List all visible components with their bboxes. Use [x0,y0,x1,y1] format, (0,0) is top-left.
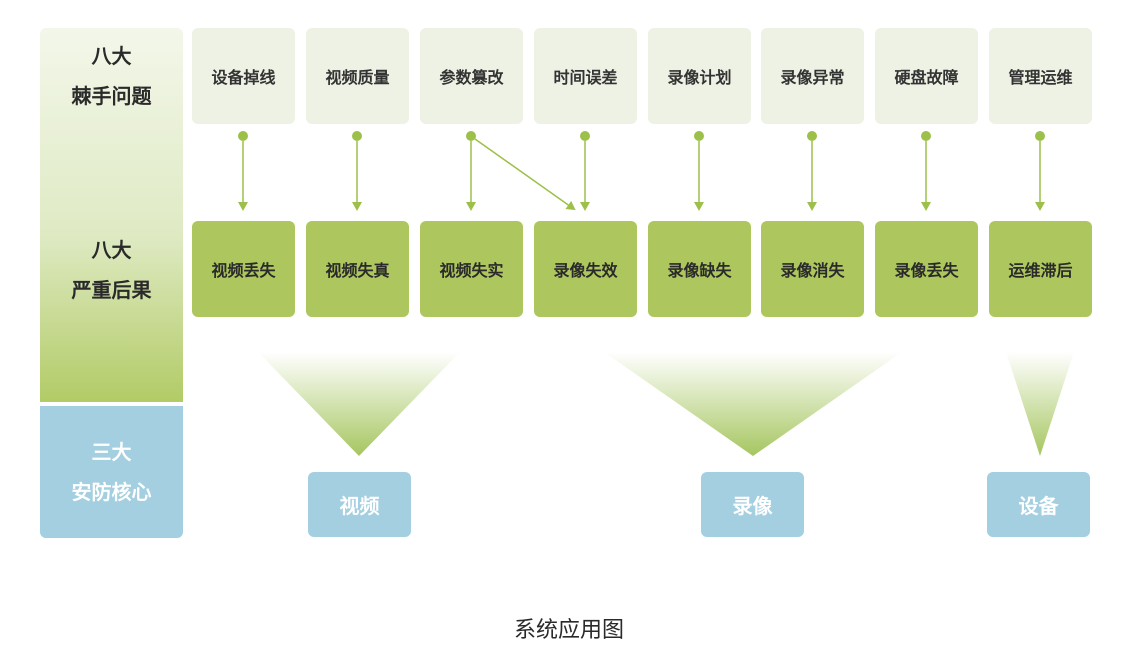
consequence-box: 视频失实 [420,221,523,317]
problem-box: 录像计划 [648,28,751,124]
problem-box: 参数篡改 [420,28,523,124]
problem-box: 录像异常 [761,28,864,124]
arrow-connector [466,131,576,211]
consequence-box: 视频丢失 [192,221,295,317]
problem-box: 硬盘故障 [875,28,978,124]
arrow-connector [238,131,248,211]
core-row-label-line1: 三大 [91,440,132,464]
funnels [258,352,1074,456]
funnel-video [258,352,460,456]
problem-box: 时间误差 [534,28,637,124]
problems-row-label: 八大 棘手问题 [40,36,183,116]
core-row-label-line2: 安防核心 [71,480,152,504]
consequence-box: 录像丢失 [875,221,978,317]
arrow-connector [921,131,931,211]
core-row-label: 三大 安防核心 [40,432,183,512]
arrow-connector [580,131,590,211]
consequence-box: 视频失真 [306,221,409,317]
consequences-row-label-line1: 八大 [91,238,132,262]
problems-row-label-line1: 八大 [91,44,132,68]
consequence-box: 录像缺失 [648,221,751,317]
arrow-connector [352,131,362,211]
problems-row-label-line2: 棘手问题 [71,84,152,108]
core-box-device: 设备 [987,472,1090,537]
consequences-row-label: 八大 严重后果 [40,230,183,310]
problem-box: 设备掉线 [192,28,295,124]
consequence-box: 录像消失 [761,221,864,317]
problem-to-consequence-arrows [238,131,1045,211]
core-box-video: 视频 [308,472,411,537]
consequence-box: 运维滞后 [989,221,1092,317]
row-label-panel-green [40,28,183,402]
arrow-connector [807,131,817,211]
arrow-connector [694,131,704,211]
row-label-panel-blue [40,406,183,538]
funnel-recording [604,352,902,456]
arrow-connector [1035,131,1045,211]
core-box-recording: 录像 [701,472,804,537]
consequences-row-label-line2: 严重后果 [71,278,152,302]
diagram-caption: 系统应用图 [513,618,624,643]
problem-box: 管理运维 [989,28,1092,124]
funnel-device [1006,352,1074,456]
problem-box: 视频质量 [306,28,409,124]
consequence-box: 录像失效 [534,221,637,317]
